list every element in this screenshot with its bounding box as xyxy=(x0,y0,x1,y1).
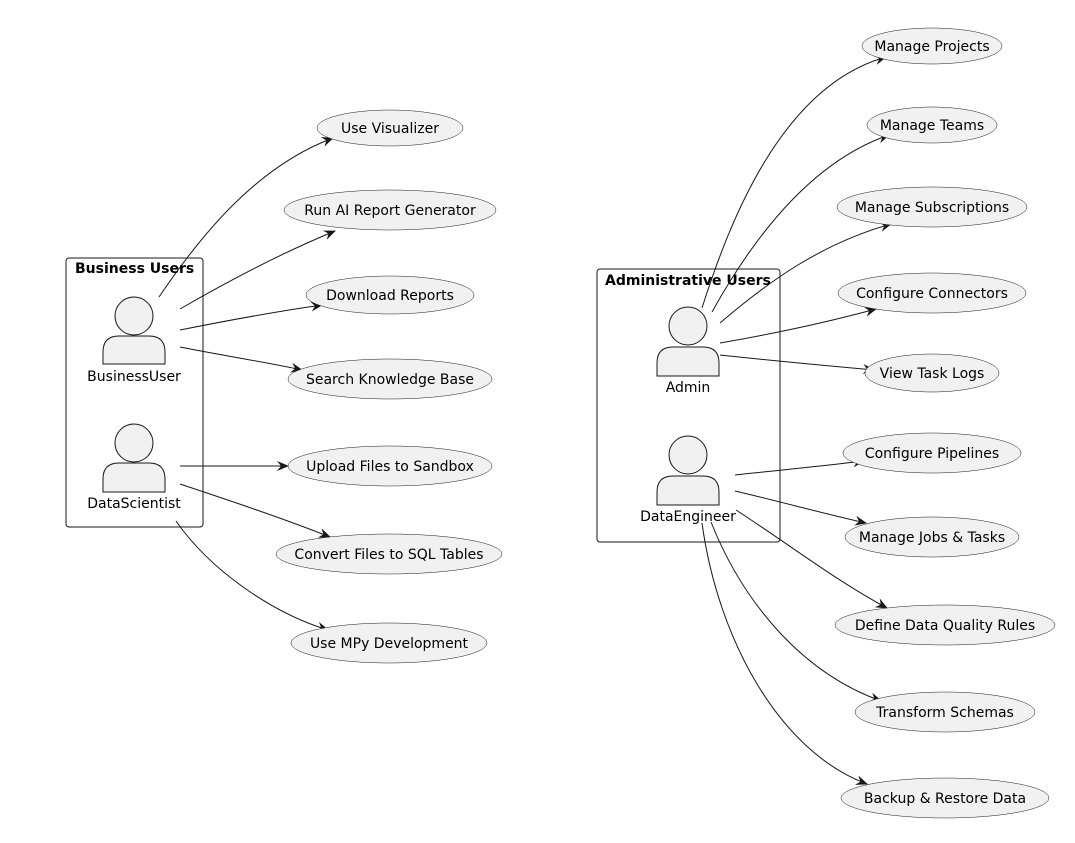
usecase-manage-subscriptions: Manage Subscriptions xyxy=(836,186,1028,228)
actor-admin: Admin xyxy=(656,306,720,396)
edge-businessuser-use-visualizer xyxy=(158,137,334,298)
usecase-label: Use MPy Development xyxy=(310,636,469,652)
usecase-backup-and-restore-data: Backup & Restore Data xyxy=(840,777,1050,819)
usecase-label: View Task Logs xyxy=(880,366,985,382)
actor-label: BusinessUser xyxy=(87,369,181,385)
edge-datascientist-use-mpy xyxy=(175,520,329,632)
edge-datascientist-convert-files xyxy=(179,483,331,538)
edge-admin-manage-teams xyxy=(711,133,890,313)
actor-label: DataScientist xyxy=(87,496,181,512)
usecase-label: Backup & Restore Data xyxy=(864,791,1026,807)
usecase-label: Convert Files to SQL Tables xyxy=(294,547,483,563)
usecase-convert-files-to-sql-tables: Convert Files to SQL Tables xyxy=(275,533,503,575)
usecase-label: Use Visualizer xyxy=(341,121,439,137)
person-icon xyxy=(656,306,720,377)
package-title: Administrative Users xyxy=(605,273,771,289)
edge-dataengineer-transform-schemas xyxy=(710,521,882,702)
edge-dataengineer-define-dq-rules xyxy=(735,509,888,609)
package-administrative-users: Administrative Users xyxy=(596,268,781,543)
usecase-transform-schemas: Transform Schemas xyxy=(854,691,1036,733)
edge-businessuser-search-kb xyxy=(179,346,303,373)
person-icon xyxy=(102,423,166,493)
edge-businessuser-download-reports xyxy=(179,301,323,331)
usecase-manage-projects: Manage Projects xyxy=(861,27,1003,65)
edge-businessuser-run-ai-report xyxy=(179,230,336,310)
edge-admin-configure-connectors xyxy=(719,307,877,344)
package-title: Business Users xyxy=(75,261,194,277)
usecase-label: Define Data Quality Rules xyxy=(855,618,1035,634)
usecase-label: Manage Subscriptions xyxy=(855,200,1009,216)
person-icon xyxy=(102,296,166,365)
edge-dataengineer-backup-restore xyxy=(701,522,868,785)
actor-datascientist: DataScientist xyxy=(87,423,181,512)
actor-label: DataEngineer xyxy=(640,509,736,525)
usecase-manage-teams: Manage Teams xyxy=(866,106,998,144)
usecase-label: Manage Teams xyxy=(880,118,984,134)
edge-dataengineer-manage-jobs xyxy=(734,490,867,526)
usecase-label: Manage Projects xyxy=(874,39,989,55)
actor-dataengineer: DataEngineer xyxy=(640,435,736,525)
usecase-use-visualizer: Use Visualizer xyxy=(316,109,464,147)
associations xyxy=(158,55,892,785)
actor-label: Admin xyxy=(666,380,711,396)
usecase-configure-pipelines: Configure Pipelines xyxy=(842,432,1022,474)
usecase-label: Upload Files to Sandbox xyxy=(306,459,474,475)
actor-businessuser: BusinessUser xyxy=(87,296,181,385)
usecase-use-mpy-development: Use MPy Development xyxy=(290,622,488,664)
usecase-run-ai-report-generator: Run AI Report Generator xyxy=(283,189,497,231)
usecase-label: Run AI Report Generator xyxy=(304,203,476,219)
usecase-upload-files-to-sandbox: Upload Files to Sandbox xyxy=(287,445,493,487)
usecase-define-data-quality-rules: Define Data Quality Rules xyxy=(834,604,1056,646)
edge-dataengineer-configure-pipelines xyxy=(734,457,865,476)
usecase-view-task-logs: View Task Logs xyxy=(864,353,1000,393)
usecase-label: Transform Schemas xyxy=(875,705,1014,721)
usecase-label: Configure Pipelines xyxy=(865,446,999,462)
usecase-configure-connectors: Configure Connectors xyxy=(837,272,1027,314)
usecase-label: Download Reports xyxy=(326,288,454,304)
edge-admin-view-task-logs xyxy=(719,354,875,374)
usecase-label: Manage Jobs & Tasks xyxy=(859,530,1005,546)
edge-admin-manage-subscriptions xyxy=(719,222,892,324)
usecase-search-knowledge-base: Search Knowledge Base xyxy=(287,358,493,400)
usecase-download-reports: Download Reports xyxy=(305,275,475,315)
edge-admin-manage-projects xyxy=(701,55,887,309)
usecase-manage-jobs-and-tasks: Manage Jobs & Tasks xyxy=(844,516,1020,558)
person-icon xyxy=(656,435,720,506)
usecase-label: Search Knowledge Base xyxy=(306,372,474,388)
package-business-users: Business Users xyxy=(65,257,204,528)
usecase-label: Configure Connectors xyxy=(856,286,1008,302)
